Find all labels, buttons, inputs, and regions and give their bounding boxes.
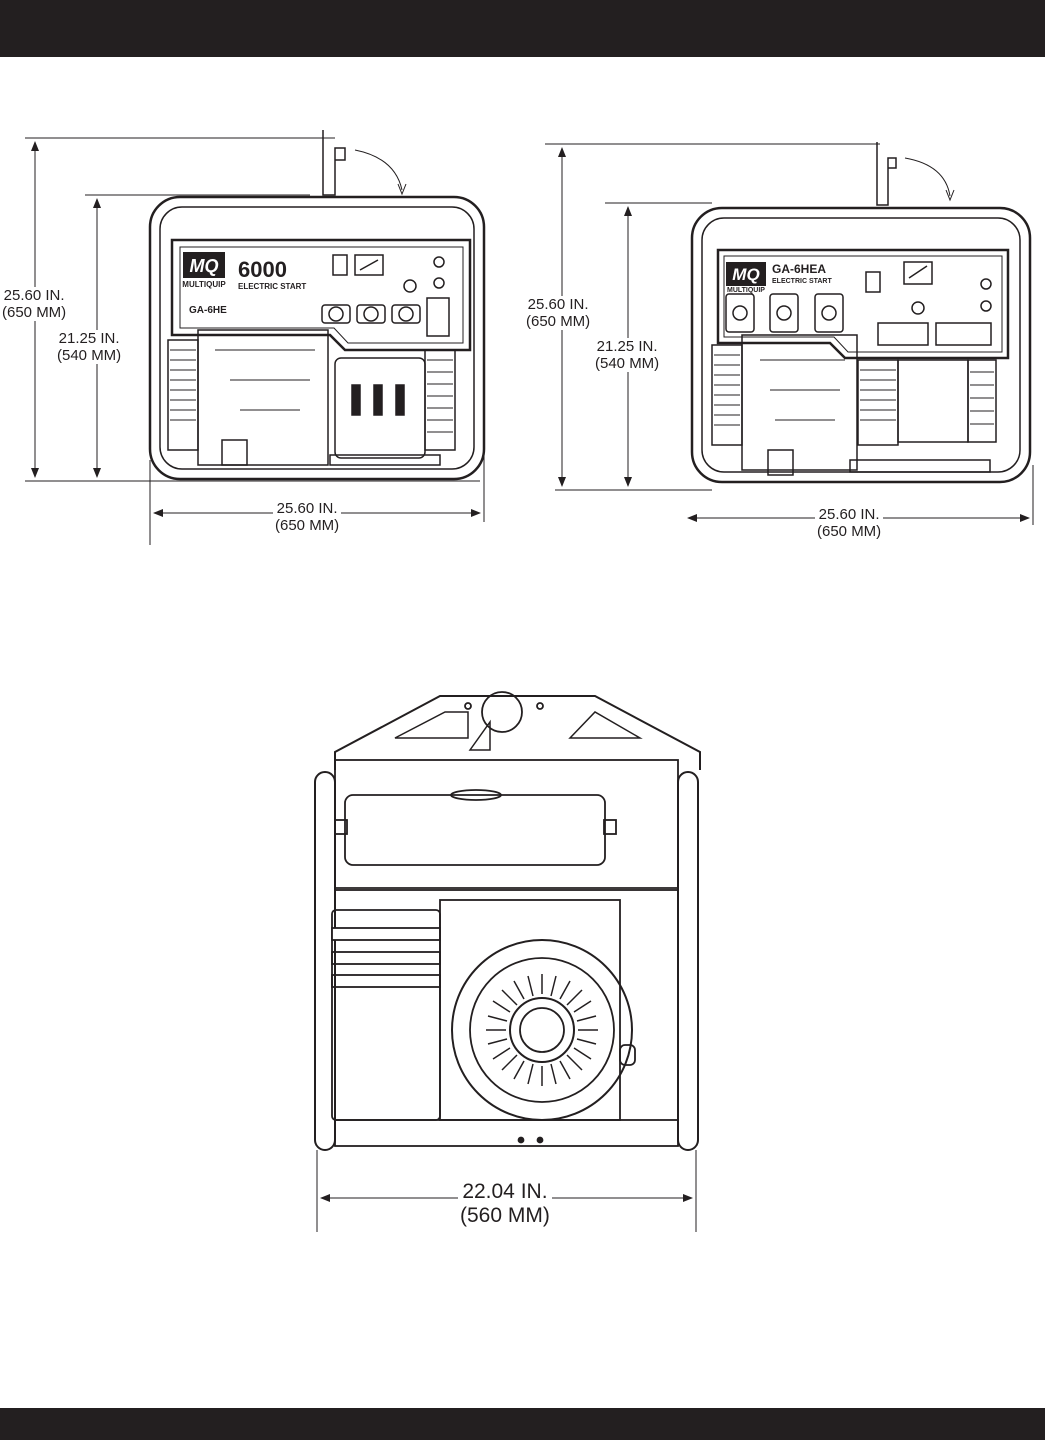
- recoil-fins: [486, 974, 598, 1086]
- svg-text:MULTIQUIP: MULTIQUIP: [182, 280, 226, 289]
- start-type-right: ELECTRIC START: [772, 278, 832, 285]
- generator-front-view-right: [545, 142, 1034, 525]
- header-bar: [0, 0, 1045, 57]
- dim-height-frame-right: 21.25 IN. (540 MM): [593, 338, 662, 372]
- model-code-right: GA-6HEA: [772, 262, 826, 276]
- engine-fins-left: [170, 349, 453, 433]
- dim-width-right: 25.60 IN. (650 MM): [815, 506, 884, 540]
- start-type-left: ELECTRIC START: [238, 282, 306, 291]
- model-number-left: 6000: [238, 257, 287, 282]
- svg-text:MULTIQUIP: MULTIQUIP: [727, 287, 765, 294]
- svg-text:MQ: MQ: [732, 265, 759, 284]
- mq-logo-left: MQ MULTIQUIP: [182, 252, 226, 289]
- engine-fins-right: [714, 354, 994, 426]
- footer-bar: [0, 1408, 1045, 1440]
- mq-logo-right: MQ MULTIQUIP: [726, 262, 766, 294]
- dim-width-left: 25.60 IN. (650 MM): [273, 500, 342, 534]
- dim-width-side: 22.04 IN. (560 MM): [458, 1180, 552, 1228]
- model-code-left: GA-6HE: [189, 305, 227, 316]
- svg-text:MQ: MQ: [190, 256, 219, 276]
- dim-height-frame-left: 21.25 IN. (540 MM): [55, 330, 124, 364]
- generator-side-view: [314, 691, 701, 1232]
- dim-height-total-left: 25.60 IN. (650 MM): [0, 287, 69, 321]
- dim-height-total-right: 25.60 IN. (650 MM): [524, 296, 593, 330]
